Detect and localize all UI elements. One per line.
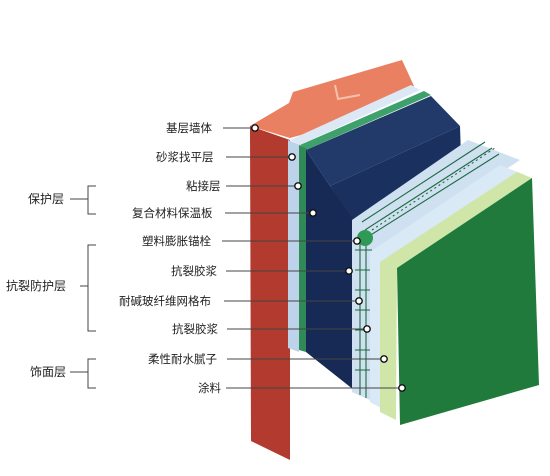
marker-fiberglass-mesh <box>355 297 363 305</box>
second-anti-crack-layer <box>370 165 525 412</box>
insulation-board-top <box>306 96 460 186</box>
label-base-wall: 基层墙体 <box>166 121 212 135</box>
marker-mortar-leveling <box>288 153 296 161</box>
anti-crack-mortar-layer <box>352 140 520 400</box>
group-anti-crack-protection: 抗裂防护层 <box>6 278 66 293</box>
marker-adhesive-layer <box>294 182 302 190</box>
paint-layer <box>397 178 539 425</box>
mortar-layer-front <box>288 140 300 352</box>
anchor-bolt-head <box>357 230 373 246</box>
label-anti-crack-mortar-1: 抗裂胶浆 <box>171 264 217 278</box>
putty-layer <box>380 172 532 420</box>
marker-base-wall <box>251 124 259 132</box>
label-mortar-leveling: 砂浆找平层 <box>156 150 214 164</box>
brick-joints <box>334 84 361 101</box>
group-finish-layer: 饰面层 <box>30 365 66 379</box>
label-anchor-bolt: 塑料膨胀锚栓 <box>142 234 211 248</box>
layer-callouts: 基层墙体 砂浆找平层 粘接层 复合材料保温板 塑料膨胀锚栓 抗裂胶浆 耐碱玻纤维… <box>119 121 406 395</box>
label-paint: 涂料 <box>198 381 221 395</box>
group-protective-layer: 保护层 <box>28 192 64 206</box>
marker-paint <box>398 384 406 392</box>
insulation-board-front <box>306 150 355 390</box>
label-adhesive-layer: 粘接层 <box>186 179 221 193</box>
marker-flexible-putty <box>380 355 388 363</box>
base-wall-front <box>250 126 290 460</box>
adhesive-layer-front <box>299 145 307 352</box>
group-brackets: 保护层 抗裂防护层 饰面层 <box>6 185 96 389</box>
mortar-layer-top <box>290 85 420 145</box>
marker-anti-crack-mortar-1 <box>345 267 353 275</box>
marker-anchor-bolt <box>353 237 361 245</box>
label-anti-crack-mortar-2: 抗裂胶浆 <box>172 322 218 336</box>
fiberglass-mesh <box>355 141 500 398</box>
label-insulation-board: 复合材料保温板 <box>132 206 213 220</box>
adhesive-layer-top <box>300 91 431 150</box>
label-fiberglass-mesh: 耐碱玻纤维网格布 <box>119 294 211 308</box>
marker-anti-crack-mortar-2 <box>363 325 371 333</box>
wall-layers-illustration <box>250 60 539 460</box>
label-flexible-putty: 柔性耐水腻子 <box>148 352 217 366</box>
marker-insulation-board <box>309 209 317 217</box>
base-wall-top <box>250 60 414 138</box>
